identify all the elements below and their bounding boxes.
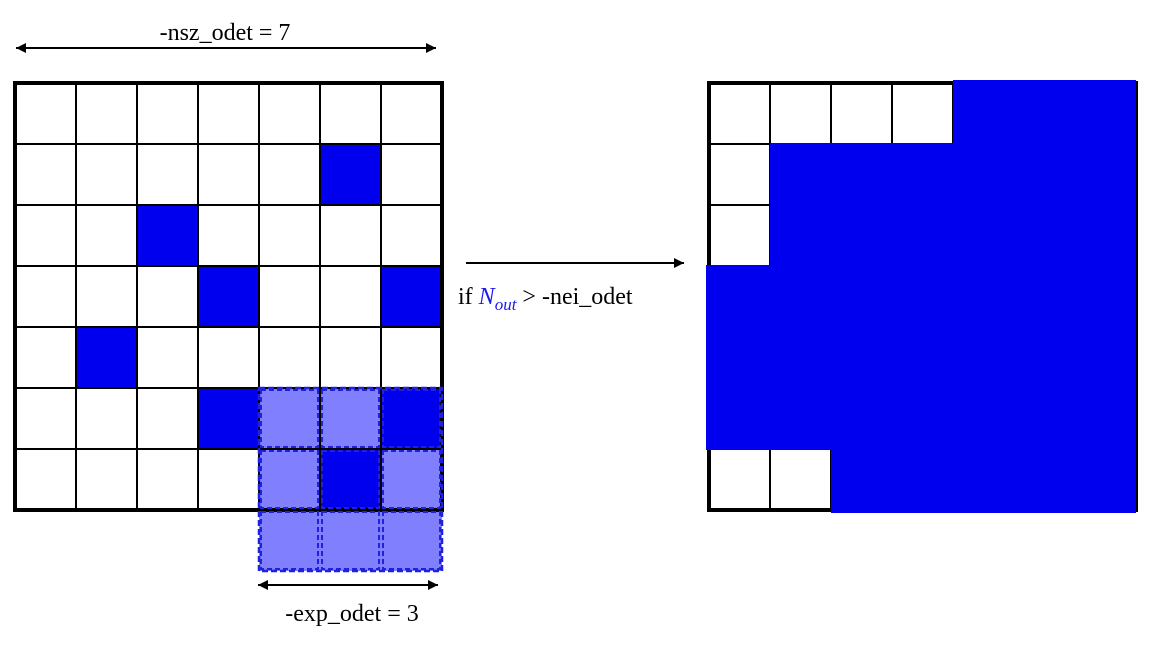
- left-grid-cell: [76, 388, 137, 449]
- condition-subscript: out: [495, 295, 518, 314]
- left-grid-cell: [198, 388, 259, 449]
- left-grid-cell: [137, 205, 198, 266]
- left-grid-cell: [15, 449, 76, 510]
- left-grid-cell: [15, 327, 76, 388]
- exp-label: -exp_odet = 3: [285, 601, 419, 627]
- left-grid-cell: [320, 205, 381, 266]
- left-grid-cell: [259, 388, 320, 449]
- window-cell-outline: [321, 450, 380, 509]
- left-grid-cell: [320, 83, 381, 144]
- window-cell-outline: [382, 389, 441, 448]
- left-grid-cell: [137, 449, 198, 510]
- left-grid-cell: [137, 266, 198, 327]
- left-grid-cell: [76, 205, 137, 266]
- left-grid-cell: [137, 83, 198, 144]
- left-grid-cell: [381, 144, 442, 205]
- right-grid-cell: [708, 143, 771, 206]
- left-grid-cell: [15, 205, 76, 266]
- left-grid-cell: [259, 266, 320, 327]
- left-grid-cell: [320, 449, 381, 510]
- right-filled-cell-run: [706, 326, 1136, 389]
- left-grid-cell: [198, 144, 259, 205]
- left-grid-cell: [15, 144, 76, 205]
- left-grid-cell: [381, 449, 442, 510]
- right-grid-cell: [708, 204, 771, 267]
- right-grid-cell: [769, 448, 832, 511]
- left-grid-cell: [76, 83, 137, 144]
- left-grid-cell: [320, 144, 381, 205]
- right-grid-cell: [769, 82, 832, 145]
- left-grid-cell: [15, 266, 76, 327]
- right-grid-cell: [830, 82, 893, 145]
- left-grid-cell: [137, 144, 198, 205]
- left-grid-cell: [259, 205, 320, 266]
- right-filled-cell-run: [831, 448, 1136, 513]
- window-cell-outline: [260, 389, 319, 448]
- nsz-label: -nsz_odet = 7: [160, 20, 291, 46]
- left-grid-cell: [320, 327, 381, 388]
- left-grid-cell: [198, 205, 259, 266]
- right-grid-cell: [891, 82, 954, 145]
- left-grid-cell: [198, 327, 259, 388]
- left-window-overhang-cell: [259, 510, 320, 571]
- left-grid: [13, 81, 444, 573]
- left-grid-cell: [198, 449, 259, 510]
- condition-prefix: if: [458, 284, 479, 310]
- window-cell-outline: [382, 511, 441, 570]
- left-grid-cell: [259, 144, 320, 205]
- condition-label: if Nout > -nei_odet: [458, 284, 633, 314]
- left-grid-cell: [320, 266, 381, 327]
- right-grid-cell: [708, 82, 771, 145]
- sampling-window: [257, 386, 444, 573]
- left-grid-cell: [381, 266, 442, 327]
- window-cell-outline: [321, 511, 380, 570]
- window-cell-outline: [260, 450, 319, 509]
- right-filled-cell-run: [706, 387, 1136, 450]
- left-grid-cell: [15, 388, 76, 449]
- right-grid: [706, 80, 1138, 513]
- left-grid-cell: [320, 388, 381, 449]
- right-filled-cell-run: [953, 80, 1136, 145]
- left-grid-cell: [76, 144, 137, 205]
- right-grid-cell: [708, 448, 771, 511]
- left-grid-cell: [259, 83, 320, 144]
- left-grid-cell: [259, 327, 320, 388]
- left-window-overhang-cell: [320, 510, 381, 571]
- window-cell-outline: [260, 511, 319, 570]
- window-cell-outline: [382, 450, 441, 509]
- window-cell-outline: [321, 389, 380, 448]
- condition-variable: N: [478, 284, 497, 310]
- left-grid-cell: [15, 83, 76, 144]
- left-grid-cell: [259, 449, 320, 510]
- left-grid-cell: [137, 327, 198, 388]
- left-grid-cell: [381, 327, 442, 388]
- left-grid-cell: [381, 388, 442, 449]
- left-grid-border: [13, 81, 444, 512]
- left-grid-cell: [381, 205, 442, 266]
- left-grid-cell: [381, 83, 442, 144]
- left-grid-cell: [76, 266, 137, 327]
- left-grid-cell: [76, 449, 137, 510]
- left-grid-cell: [137, 388, 198, 449]
- right-filled-cell-run: [770, 204, 1136, 267]
- left-grid-cell: [198, 83, 259, 144]
- left-grid-cell: [76, 327, 137, 388]
- condition-suffix: > -nei_odet: [516, 284, 633, 310]
- right-filled-cell-run: [706, 265, 1136, 328]
- right-filled-cell-run: [770, 143, 1136, 206]
- left-window-overhang-cell: [381, 510, 442, 571]
- left-grid-cell: [198, 266, 259, 327]
